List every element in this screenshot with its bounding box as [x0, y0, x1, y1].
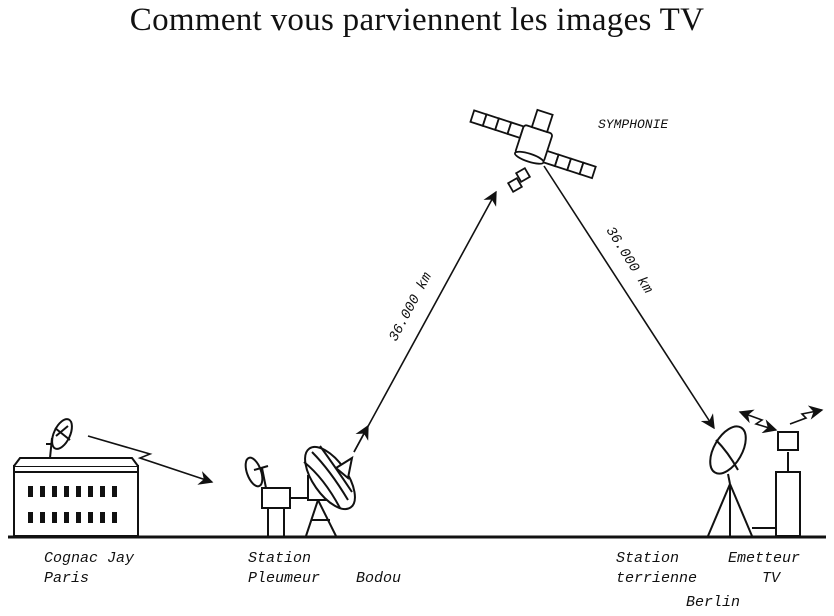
berlin-station-label-line2: terrienne	[616, 570, 697, 587]
satellite-icon	[469, 108, 597, 194]
pleumeur-label-line3: Bodou	[356, 570, 401, 587]
terrestrial-link-bolt	[87, 435, 214, 485]
uplink-arrow	[353, 190, 497, 453]
emetteur-label-line2: TV	[762, 570, 782, 587]
uplink-arrow-start	[353, 424, 369, 453]
broadcast-bolt-icon	[738, 405, 824, 434]
tv-transmitter-icon	[752, 431, 801, 537]
berlin-station-label-line1: Station	[616, 550, 679, 567]
satellite-label: SYMPHONIE	[598, 117, 668, 132]
uplink-distance-label: 36.000 km	[386, 270, 436, 345]
downlink-distance-label: 36.000 km	[602, 224, 656, 297]
pleumeur-large-dish-icon	[303, 445, 356, 537]
pleumeur-small-dish-icon	[244, 456, 308, 536]
pleumeur-label-line1: Station	[248, 550, 311, 567]
paris-dish-icon	[46, 418, 73, 459]
paris-label-line2: Paris	[44, 570, 89, 587]
paris-label-line1: Cognac Jay	[44, 550, 135, 567]
page-title: Comment vous parviennent les images TV	[129, 2, 705, 38]
downlink-arrow	[543, 165, 715, 430]
berlin-city-label: Berlin	[686, 594, 740, 611]
pleumeur-label-line2: Pleumeur	[248, 570, 320, 587]
berlin-dish-icon	[707, 425, 753, 537]
cognac-jay-building	[13, 457, 139, 537]
emetteur-label-line1: Emetteur	[728, 550, 800, 567]
